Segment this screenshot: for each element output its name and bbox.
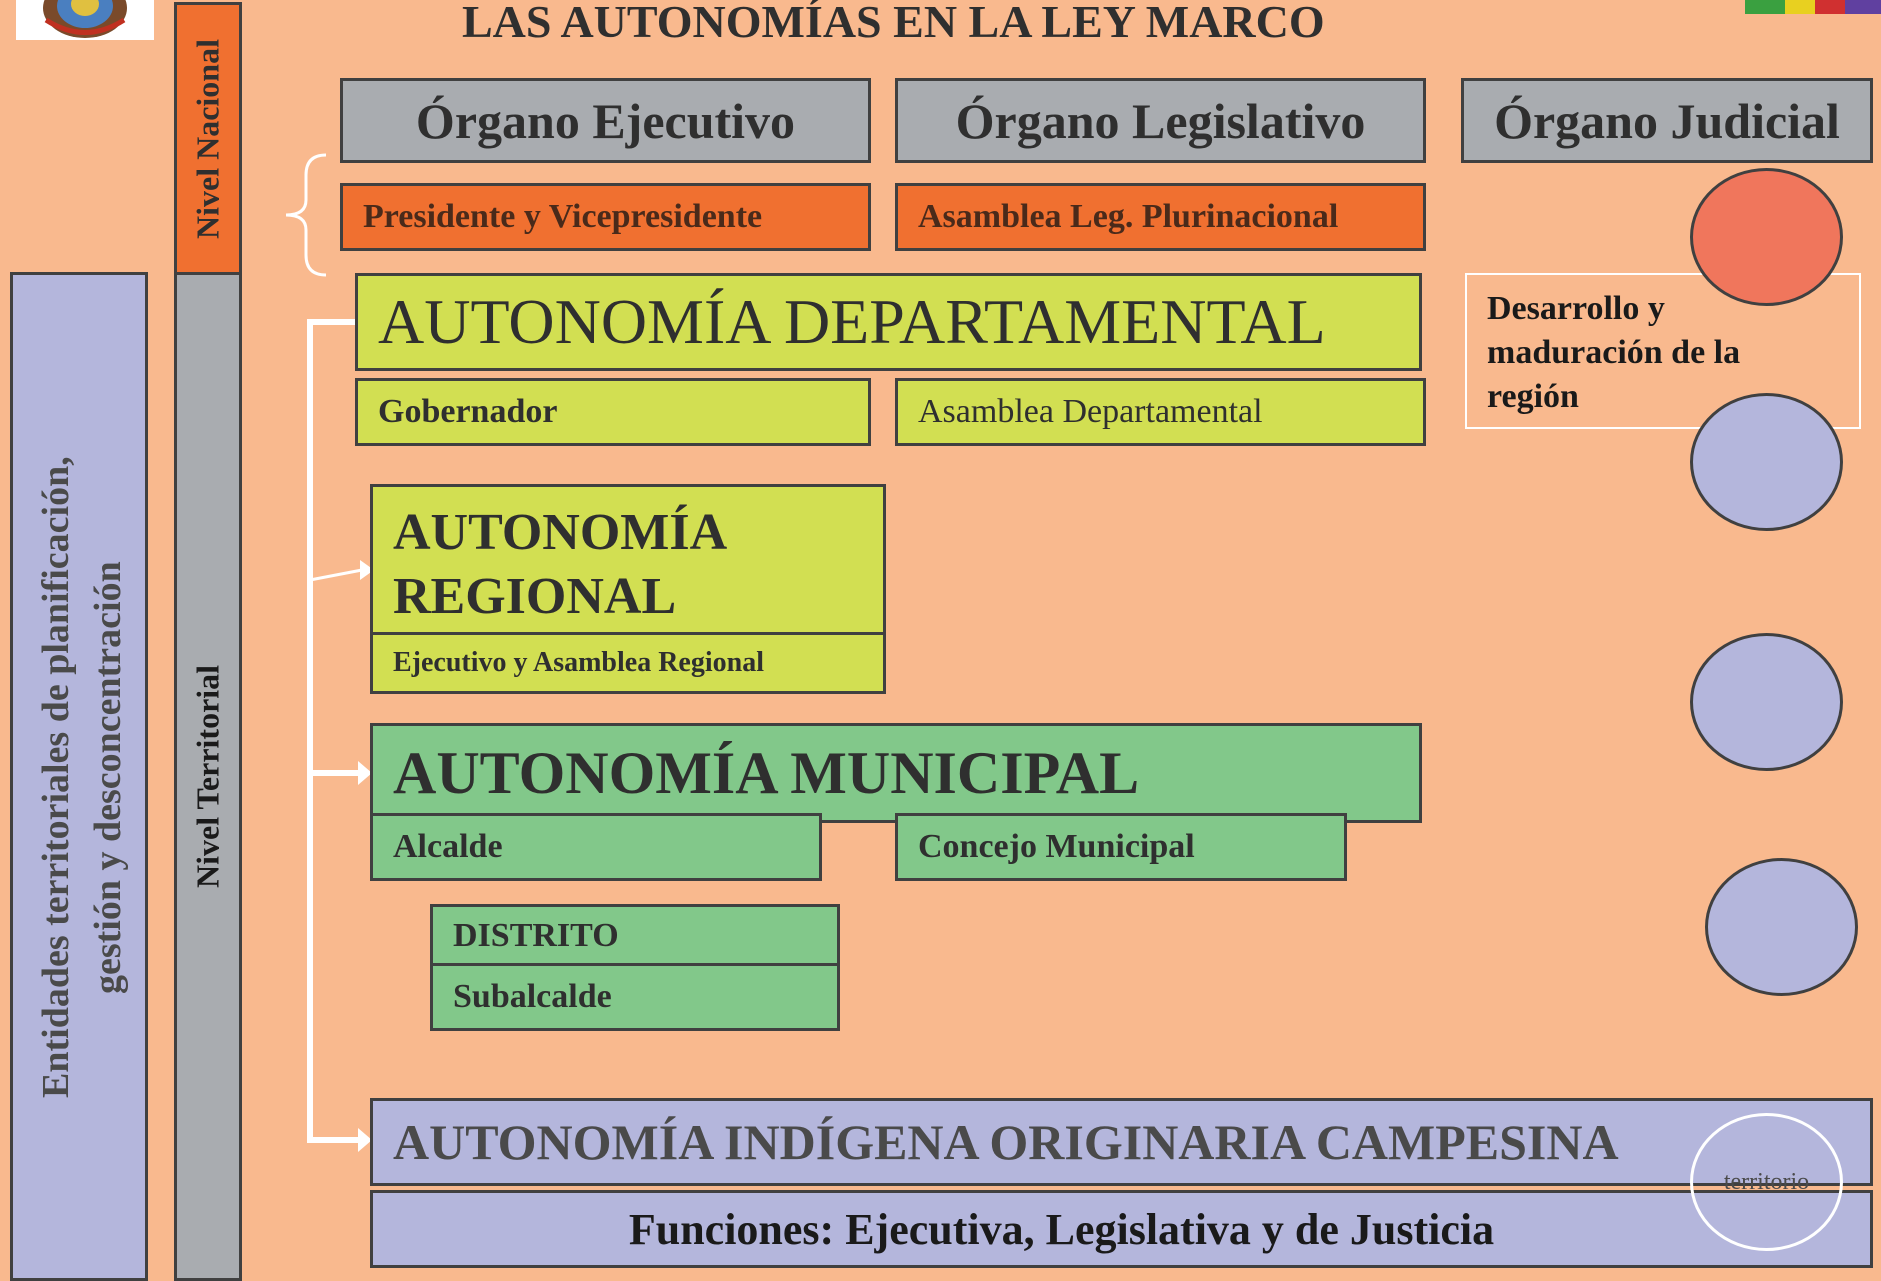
territorial-bracket (307, 319, 356, 1143)
left-entities-label-line1: Entidades territoriales de planificación… (35, 456, 77, 1099)
level-territorial-label: Nivel Territorial (189, 664, 226, 889)
arrow-regional (309, 568, 363, 582)
circle-departmental (1690, 393, 1843, 531)
departmental-executive-box: Gobernador (355, 378, 871, 446)
organ-executive-header: Órgano Ejecutivo (340, 78, 871, 163)
note-line3: región (1487, 378, 1579, 415)
national-executive-box: Presidente y Vicepresidente (340, 183, 871, 251)
circle-regional (1690, 633, 1843, 771)
indigenous-functions-box: Funciones: Ejecutiva, Legislativa y de J… (370, 1190, 1873, 1268)
regional-title-box: AUTONOMÍA REGIONAL (370, 484, 886, 636)
national-brace (285, 153, 327, 277)
left-entities-label: Entidades territoriales de planificación… (27, 275, 137, 1280)
municipal-title-box: AUTONOMÍA MUNICIPAL (370, 723, 1422, 823)
wiphala-flag-logo (1745, 0, 1881, 14)
departmental-title-box: AUTONOMÍA DEPARTAMENTAL (355, 273, 1422, 371)
note-line1: Desarrollo y (1487, 290, 1665, 327)
region-development-note: Desarrollo y maduración de la región (1465, 273, 1861, 429)
circle-municipal (1705, 858, 1858, 996)
left-entities-label-line2: gestión y desconcentración (87, 561, 129, 994)
circle-national-red (1690, 168, 1843, 306)
organ-judicial-header: Órgano Judicial (1461, 78, 1873, 163)
departmental-legislative-box: Asamblea Departamental (895, 378, 1426, 446)
level-territorial-bar: Nivel Territorial (174, 272, 242, 1281)
page-title: LAS AUTONOMÍAS EN LA LEY MARCO (462, 0, 1325, 47)
indigenous-title-box: AUTONOMÍA INDÍGENA ORIGINARIA CAMPESINA (370, 1098, 1873, 1186)
circle-territory: territorio (1690, 1113, 1843, 1251)
regional-title-line1: AUTONOMÍA (393, 504, 728, 561)
district-title-box: DISTRITO (430, 904, 840, 968)
municipal-legislative-box: Concejo Municipal (895, 813, 1347, 881)
territory-label: territorio (1723, 1168, 1810, 1195)
organ-legislative-header: Órgano Legislativo (895, 78, 1426, 163)
district-body-box: Subalcalde (430, 963, 840, 1031)
national-legislative-box: Asamblea Leg. Plurinacional (895, 183, 1426, 251)
note-line2: maduración de la (1487, 334, 1741, 371)
level-national-bar: Nivel Nacional (174, 2, 242, 276)
coat-of-arms-logo (16, 0, 154, 40)
municipal-executive-box: Alcalde (370, 813, 822, 881)
left-entities-bar: Entidades territoriales de planificación… (10, 272, 148, 1281)
regional-title-line2: REGIONAL (393, 568, 677, 625)
regional-body-box: Ejecutivo y Asamblea Regional (370, 632, 886, 694)
level-national-label: Nivel Nacional (189, 39, 226, 239)
